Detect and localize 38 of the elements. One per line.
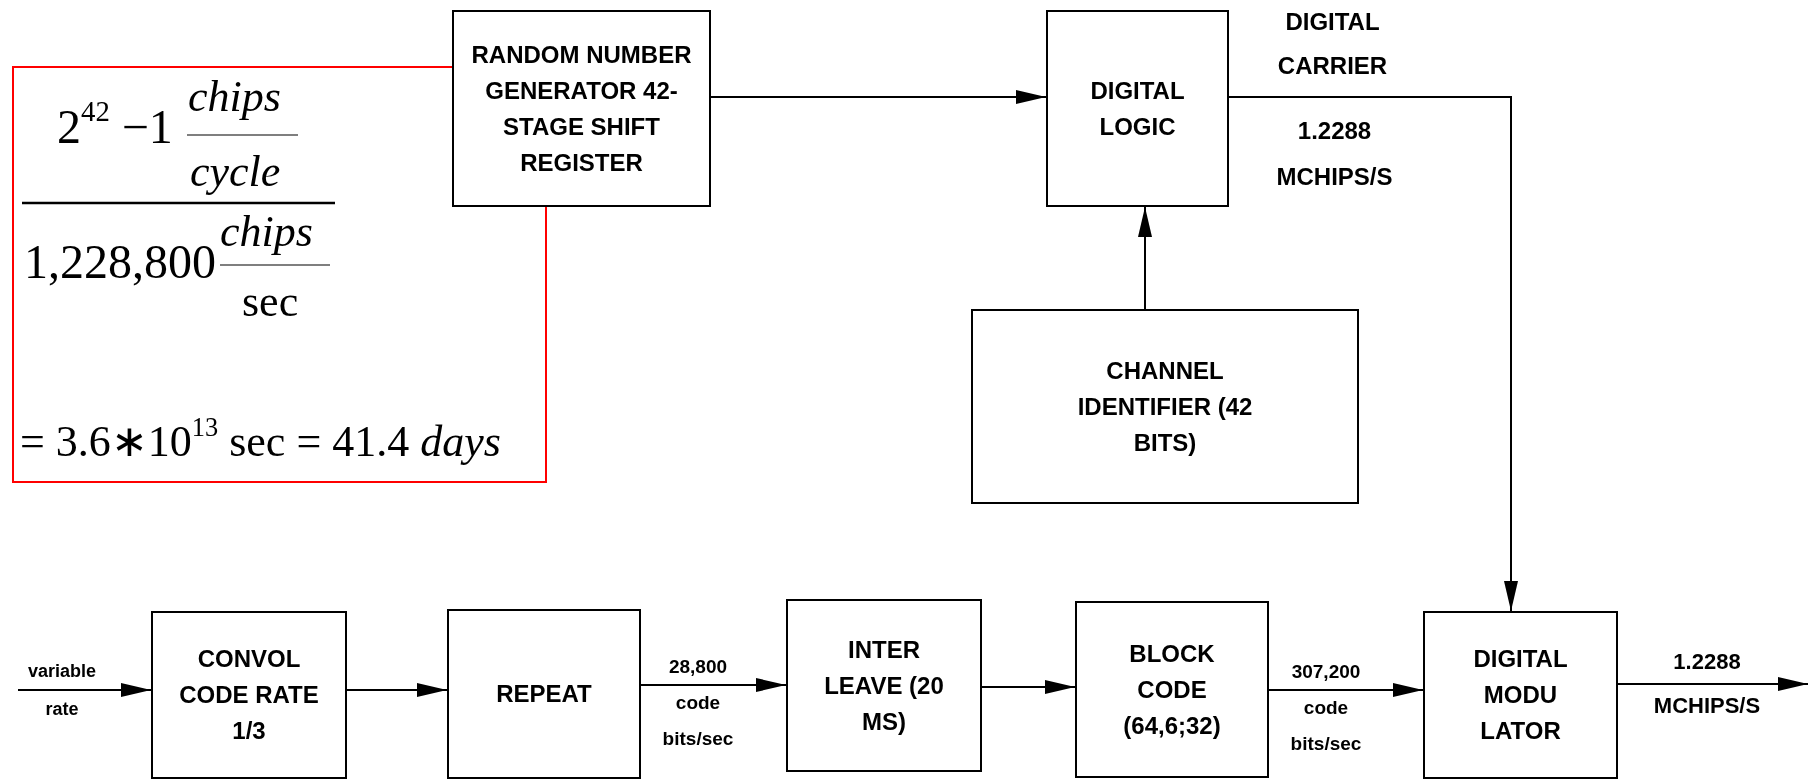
box-label: BLOCK CODE (64,6;32) xyxy=(1122,638,1222,741)
process-box xyxy=(971,309,1359,504)
process-box xyxy=(1423,611,1618,779)
process-box xyxy=(447,609,641,779)
process-box xyxy=(452,10,711,207)
box-label: INTER LEAVE (20 MS) xyxy=(823,634,945,737)
arrow xyxy=(17,683,152,697)
arrow xyxy=(1228,96,1518,612)
process-box xyxy=(786,599,982,772)
arrow xyxy=(640,678,787,692)
process-box xyxy=(151,611,347,779)
arrow xyxy=(1617,677,1809,691)
arrow xyxy=(981,680,1076,694)
rate-label: 1.2288 MCHIPS/S xyxy=(1275,116,1394,192)
edge-label: 1.2288 MCHIPS/S xyxy=(1652,648,1762,720)
formula-text: 1,228,800 xyxy=(24,234,216,290)
process-box xyxy=(1075,601,1269,778)
box-label: RANDOM NUMBER GENERATOR 42-STAGE SHIFT REGISTER xyxy=(470,39,693,178)
edge-label: variable rate xyxy=(26,660,97,721)
box-label: DIGITAL LOGIC xyxy=(1089,75,1186,142)
process-box xyxy=(1046,10,1229,207)
box-label: CHANNEL IDENTIFIER (42 BITS) xyxy=(1076,355,1254,458)
formula-text: = 3.6∗10$^{13}$ sec = 41.4 days xyxy=(20,412,501,468)
edge-label: DIGITAL CARRIER xyxy=(1276,7,1389,81)
arrow xyxy=(1138,206,1152,310)
box-label: CONVOL CODE RATE 1/3 xyxy=(178,644,320,746)
formula-text: sec xyxy=(242,277,299,327)
box-label: REPEAT xyxy=(496,679,592,709)
edge-label: 307,200 code bits/sec xyxy=(1289,660,1363,756)
formula-text: cycle xyxy=(190,147,281,197)
box-label: DIGITAL MODU LATOR xyxy=(1472,644,1569,746)
arrow xyxy=(710,90,1047,104)
edge-label: 28,800 code bits/sec xyxy=(661,655,735,751)
arrow xyxy=(1268,683,1424,697)
arrow xyxy=(346,683,448,697)
formula-text: chips xyxy=(220,207,313,257)
formula-text: chips xyxy=(188,72,281,122)
formula-text: 2$^{42}$ −1 xyxy=(57,97,173,155)
